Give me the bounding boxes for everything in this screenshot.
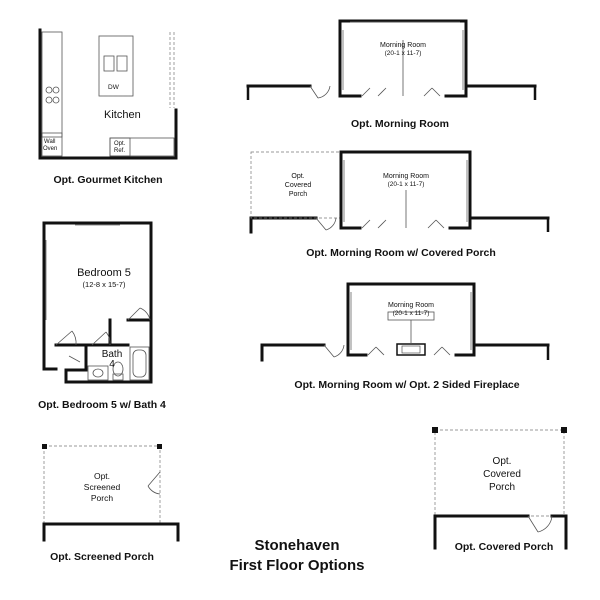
morning-room-label: Morning Room xyxy=(380,42,426,49)
morning-room-walls xyxy=(338,19,468,98)
island-overhang xyxy=(98,35,134,97)
door-swing xyxy=(68,355,81,363)
covered-porch-label-2: Covered xyxy=(285,182,312,189)
covered-porch-label-3: Porch xyxy=(289,191,307,198)
covered-porch-outline xyxy=(434,429,565,517)
toilet-tank xyxy=(112,373,124,381)
door-swing xyxy=(361,87,387,97)
bath-number: 4 xyxy=(109,359,115,370)
plan-title: Stonehaven xyxy=(254,537,339,554)
bath-walls xyxy=(64,328,153,384)
gourmet-kitchen-caption: Opt. Gourmet Kitchen xyxy=(53,174,162,186)
plan-subtitle: First Floor Options xyxy=(230,557,365,574)
morning-room-label: Morning Room xyxy=(383,173,429,180)
refrigerator-label-2: Ref. xyxy=(114,148,125,154)
refrigerator-label: Opt. xyxy=(114,141,126,147)
kitchen-label: Kitchen xyxy=(104,109,141,121)
closet-door-swing xyxy=(127,307,151,321)
morning-room-walls xyxy=(339,150,472,230)
burner xyxy=(45,86,53,94)
bathtub-basin xyxy=(132,349,147,378)
covered-porch-caption: Opt. Covered Porch xyxy=(455,541,554,553)
wall-oven-label-2: Oven xyxy=(43,146,57,152)
burner xyxy=(52,96,60,104)
door-swing xyxy=(309,85,331,99)
door-swing xyxy=(423,87,441,97)
toilet xyxy=(112,361,124,377)
bedroom-bath-plan: Bedroom 5 (12-8 x 15-7) Bath 4 Opt. Bedr… xyxy=(38,221,166,411)
morning-room-fireplace-caption: Opt. Morning Room w/ Opt. 2 Sided Firepl… xyxy=(294,379,519,391)
door-swing xyxy=(323,344,345,358)
screened-porch-label: Opt. xyxy=(94,471,110,481)
morning-room-dims: (20-1 x 11-7) xyxy=(388,181,425,188)
morning-room-dims: (20-1 x 11-7) xyxy=(385,50,422,57)
bedroom-dims: (12-8 x 15-7) xyxy=(83,280,126,289)
bedroom-door-swing xyxy=(55,330,77,346)
porch-column xyxy=(561,427,567,433)
bath-label: Bath xyxy=(102,349,123,360)
door-swing xyxy=(361,219,387,229)
bath-door-swing xyxy=(91,331,111,346)
bedroom-label: Bedroom 5 xyxy=(77,267,131,279)
morning-room-plan: Morning Room (20-1 x 11-7) Opt. Morning … xyxy=(246,19,537,130)
screened-porch-label-3: Porch xyxy=(91,493,113,503)
door-swing xyxy=(367,346,385,356)
morning-room-dims: (20-1 x 11-7) xyxy=(393,310,430,317)
porch-column xyxy=(42,444,47,449)
bathtub xyxy=(129,346,150,381)
refrigerator-space xyxy=(109,137,131,157)
morning-room-walls xyxy=(346,282,476,357)
morning-room-fireplace-plan: Morning Room (20-1 x 11-7) Opt. Morning … xyxy=(260,282,550,391)
screened-porch-label-2: Screened xyxy=(84,482,121,492)
covered-porch-plan: Opt. Covered Porch Opt. Covered Porch xyxy=(432,427,568,553)
covered-porch-label: Opt. xyxy=(493,456,512,467)
fireplace xyxy=(396,343,426,356)
morning-room-caption: Opt. Morning Room xyxy=(351,118,449,130)
covered-porch-label: Opt. xyxy=(291,173,304,180)
wall-oven xyxy=(41,132,63,157)
wall-oven-label: Wall xyxy=(44,139,55,145)
covered-porch-label-2: Covered xyxy=(483,469,521,480)
morning-room-porch-plan: Morning Room (20-1 x 11-7) Opt. Covered … xyxy=(249,150,550,259)
sink-basin xyxy=(103,55,115,72)
morning-room-label: Morning Room xyxy=(388,302,434,309)
screened-porch-caption: Opt. Screened Porch xyxy=(50,551,154,563)
door-swing xyxy=(527,515,553,533)
door-swing xyxy=(315,217,337,231)
burner xyxy=(52,86,60,94)
bedroom-walls xyxy=(42,221,153,371)
door-swing xyxy=(427,219,445,229)
screened-porch-plan: Opt. Screened Porch Opt. Screened Porch xyxy=(42,444,180,563)
covered-porch-label-3: Porch xyxy=(489,482,515,493)
screen-door-swing xyxy=(147,471,161,495)
morning-room-porch-caption: Opt. Morning Room w/ Covered Porch xyxy=(306,247,496,259)
gourmet-kitchen-plan: DW Kitchen Wall Oven Opt. Ref. Opt. Gour… xyxy=(38,28,178,186)
sink-basin xyxy=(116,55,128,72)
vanity xyxy=(87,365,109,381)
kitchen-counter-left xyxy=(41,31,63,138)
bedroom-caption: Opt. Bedroom 5 w/ Bath 4 xyxy=(38,399,166,411)
fireplace-box xyxy=(401,345,421,354)
porch-column xyxy=(432,427,438,433)
burner xyxy=(45,96,53,104)
hearth xyxy=(387,311,435,321)
porch-column xyxy=(157,444,162,449)
door-swing xyxy=(433,346,451,356)
dishwasher-label: DW xyxy=(108,84,120,91)
sink xyxy=(92,368,104,378)
